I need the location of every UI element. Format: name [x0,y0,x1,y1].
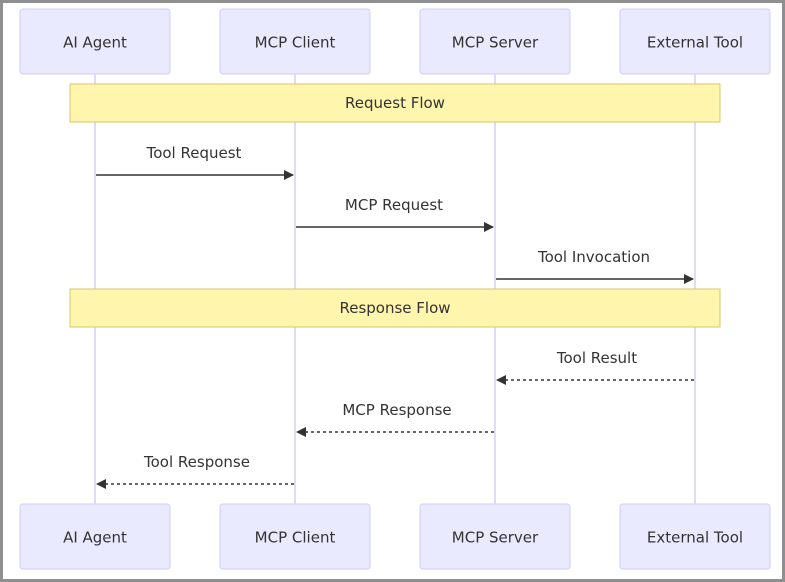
message-mcp-response: MCP Response [296,401,494,437]
actor-bottom-agent-label: AI Agent [63,529,127,547]
actor-top-tool-label: External Tool [647,34,743,52]
note-response-flow: Response Flow [69,288,721,328]
message-tool-result-label: Tool Result [556,349,637,367]
note-response-flow-label: Response Flow [339,299,450,317]
message-tool-invocation: Tool Invocation [496,248,694,284]
actor-bottom-server-label: MCP Server [452,529,539,547]
message-mcp-response-label: MCP Response [342,401,451,419]
actor-bottom-tool: External Tool [619,503,771,570]
message-tool-invocation-label: Tool Invocation [537,248,650,266]
actor-bottom-client: MCP Client [219,503,371,570]
actor-top-agent-label: AI Agent [63,34,127,52]
actor-top-agent: AI Agent [19,8,171,75]
actor-top-client-label: MCP Client [255,34,336,52]
message-tool-result: Tool Result [496,349,694,385]
actor-top-server-label: MCP Server [452,34,539,52]
note-request-flow-label: Request Flow [345,94,445,112]
actor-bottom-agent: AI Agent [19,503,171,570]
message-mcp-request-label: MCP Request [345,196,443,214]
message-tool-response-label: Tool Response [143,453,250,471]
actor-bottom-tool-label: External Tool [647,529,743,547]
actor-top-client: MCP Client [219,8,371,75]
message-tool-response: Tool Response [96,453,294,489]
actor-bottom-server: MCP Server [419,503,571,570]
message-tool-request-label: Tool Request [146,144,242,162]
actor-bottom-client-label: MCP Client [255,529,336,547]
message-tool-request: Tool Request [96,144,294,180]
actor-top-server: MCP Server [419,8,571,75]
message-mcp-request: MCP Request [296,196,494,232]
note-request-flow: Request Flow [69,83,721,123]
actor-top-tool: External Tool [619,8,771,75]
